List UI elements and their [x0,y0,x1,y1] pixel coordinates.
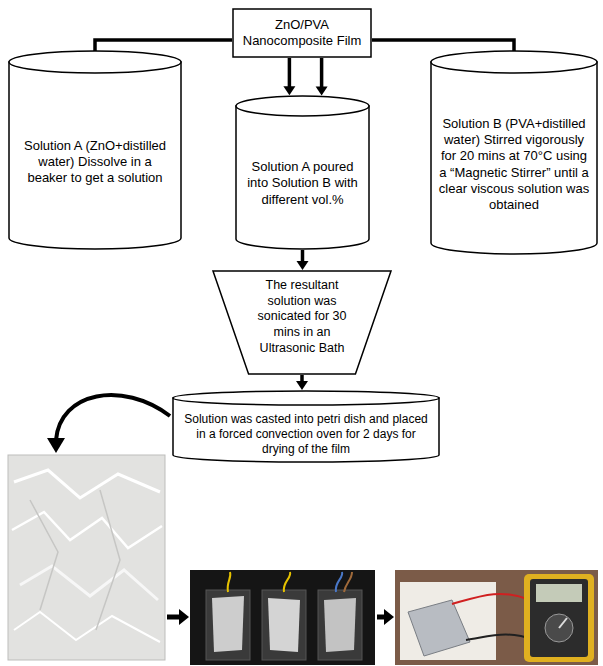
connector-line [288,58,292,88]
film-crease [14,612,160,642]
probe-wire [452,594,530,604]
film-photo [8,455,165,660]
cylinder-body [236,106,369,249]
paper-sheet [400,582,496,660]
multimeter-body [530,579,588,657]
cylinder-top [236,96,369,116]
film-crease [12,512,162,548]
text-block: The resultant solution was sonicated for… [246,278,358,356]
node-label: Solution was casted into petri dish and … [180,412,432,457]
flow-connector [283,58,295,95]
node-label: Solution A (ZnO+distilled water) Dissolv… [20,138,170,187]
dial-pointer [559,618,567,628]
node-label: Solution B (PVA+distilled water) Stirred… [438,116,590,214]
connector-line [301,250,305,263]
electrode-plate [318,590,362,660]
arrow-head [384,609,394,625]
photo-arrow [377,615,385,620]
photo-arrow [167,615,180,620]
arrow-head [47,438,65,453]
solution-cylinder: Solution A (ZnO+distilled water) Dissolv… [8,50,182,250]
box-outline [233,9,371,57]
wire [336,572,343,592]
cylinder-top [431,51,597,73]
flow-connector [372,40,514,51]
connector-line [372,40,514,51]
wire [344,572,352,592]
text-block: ZnO/PVA Nanocomposite Film [239,17,365,50]
node-label: The resultant solution was sonicated for… [246,278,358,356]
electrode-sample [408,600,470,656]
measurement-photo [395,570,598,665]
connector-line [300,375,304,383]
film-crease [30,490,120,630]
text-block: Solution was casted into petri dish and … [180,412,432,457]
film-sample [212,596,244,652]
film-sample [324,598,356,652]
cylinder-top [9,51,181,73]
node-label: Solution A poured into Solution B with d… [244,159,362,208]
multimeter-case [524,574,594,662]
funnel-outline [213,271,391,374]
cylinder-body [9,62,181,249]
flow-connector [296,375,308,390]
flow-connector [95,40,232,51]
flow-connector [297,250,309,270]
wire [284,572,291,592]
wire [228,572,231,592]
cylinder-body [173,398,439,462]
connector-line [95,40,232,51]
text-block: Solution A poured into Solution B with d… [244,159,362,208]
mixing-cylinder: Solution A poured into Solution B with d… [235,95,370,250]
curved-arrow [56,395,170,440]
casting-cylinder: Solution was casted into petri dish and … [172,390,440,463]
multimeter-display [536,584,582,602]
film-crease [14,470,160,498]
arrow-head [179,609,189,625]
film-sample [268,598,300,652]
electrode-plate [206,590,250,660]
film-crease [20,566,158,600]
probe-wire [466,635,534,640]
sonication-funnel: The resultant solution was sonicated for… [212,270,392,375]
cylinder-body [431,62,597,254]
cylinder-top [173,391,439,405]
title-box: ZnO/PVA Nanocomposite Film [232,8,372,58]
connector-line [320,58,324,88]
electrode-plate [262,590,306,660]
multimeter-dial [545,614,573,642]
solution-cylinder: Solution B (PVA+distilled water) Stirred… [430,50,598,255]
node-label: ZnO/PVA Nanocomposite Film [239,17,365,50]
flow-connector [316,58,328,95]
text-block: Solution B (PVA+distilled water) Stirred… [438,116,590,214]
text-block: Solution A (ZnO+distilled water) Dissolv… [20,138,170,187]
electrode-photo [190,570,375,665]
